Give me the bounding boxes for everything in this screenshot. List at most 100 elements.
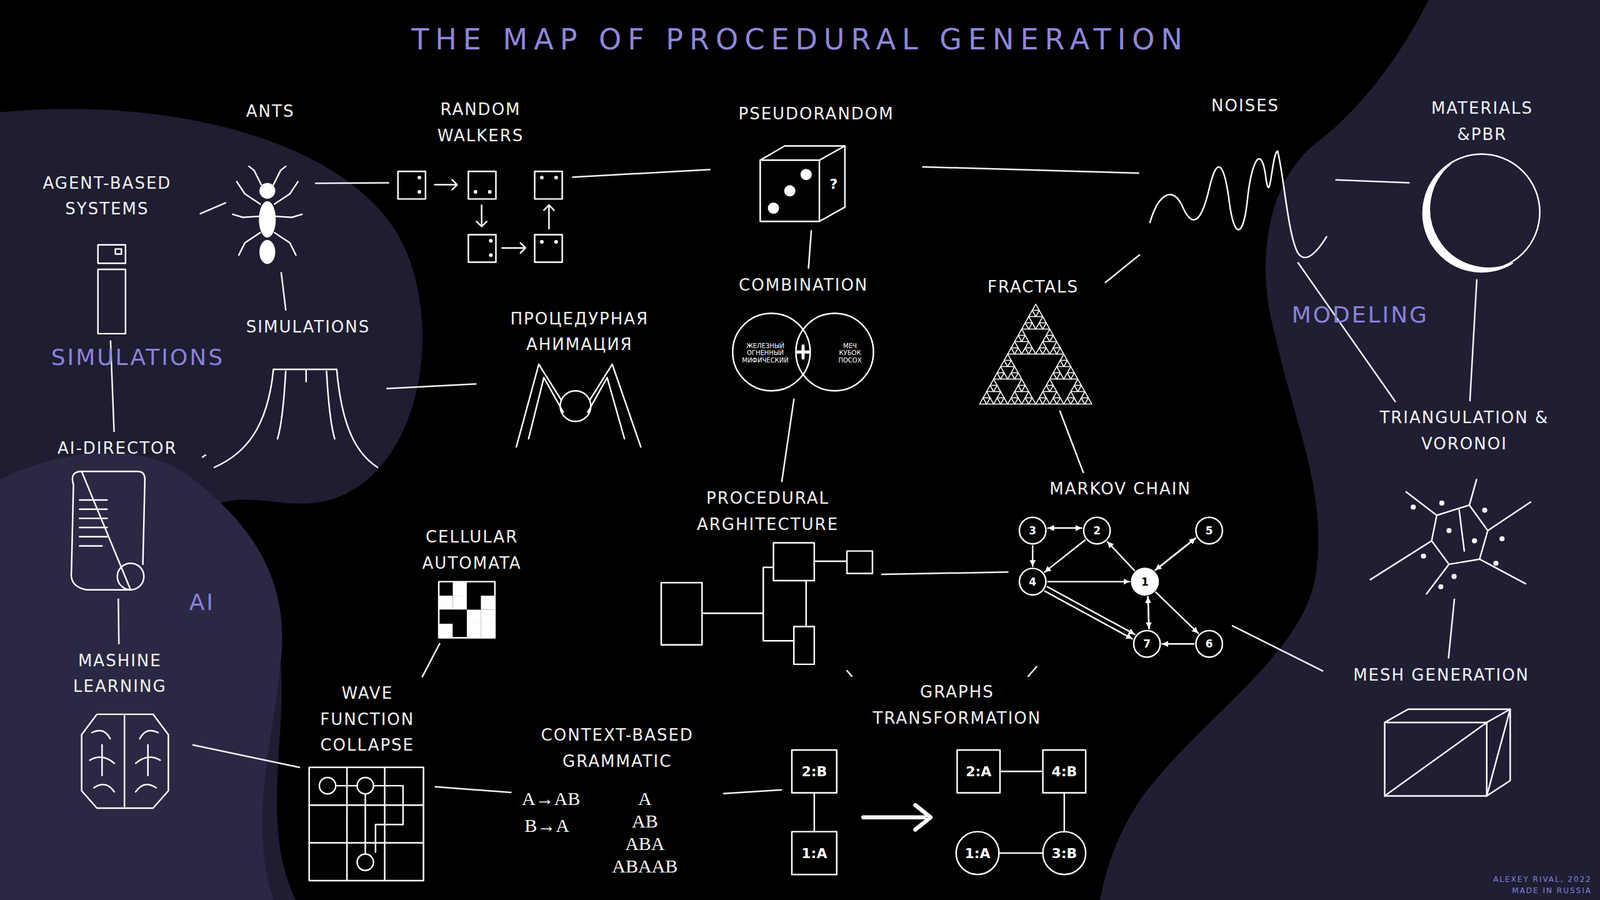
- sierpinski-icon: [1070, 398, 1078, 405]
- cube-icon: [1385, 709, 1511, 797]
- concept-node: SIMULATIONS: [209, 314, 384, 473]
- sierpinski-icon: [979, 304, 1092, 405]
- concept-node: PSEUDORANDOM: [714, 101, 919, 227]
- sierpinski-icon: [986, 398, 994, 405]
- node-heading: TRIANGULATION & VORONOI: [1372, 405, 1557, 457]
- concept-node: GRAPHS TRANSFORMATION: [785, 679, 1092, 880]
- graph-rewrite-icon: [915, 805, 930, 830]
- venn-icon: [732, 313, 810, 391]
- connector-line: [808, 230, 812, 269]
- map-title: THE MAP OF PROCEDURAL GENERATION: [0, 22, 1600, 57]
- graph-rewrite-icon: [1043, 831, 1087, 875]
- cloth-icon: [273, 368, 337, 370]
- graph-rewrite-icon: [813, 793, 815, 832]
- floorplan-icon: [661, 582, 702, 645]
- sierpinski-icon: [1042, 335, 1050, 342]
- concept-node: ПРОЦЕДУРНАЯ АНИМАЦИЯ: [480, 306, 679, 452]
- sierpinski-icon: [1074, 379, 1082, 386]
- state-number: 4: [1028, 575, 1037, 589]
- markov-graph-icon: [1083, 517, 1110, 544]
- state-number: 3: [1028, 524, 1037, 537]
- node-heading: MATERIALS &PBR: [1418, 95, 1546, 148]
- graph-node-label: 1:A: [965, 845, 991, 861]
- markov-graph-icon: [1019, 517, 1046, 544]
- moon-icon: [1423, 163, 1513, 272]
- author-credit: MADE IN RUSSIA: [1511, 886, 1592, 895]
- grammar-string: A: [638, 788, 652, 810]
- dice-icon: [760, 145, 845, 222]
- markov-graph-icon: [1031, 545, 1034, 567]
- random-walker-icon: [398, 171, 426, 199]
- connector-line: [1105, 254, 1140, 283]
- voronoi-icon: [1471, 538, 1477, 544]
- author-credit: ALEXEY RIVAL, 2022: [1493, 875, 1592, 884]
- random-walker-icon: [417, 175, 422, 180]
- concept-node: PROCEDURAL ARGHITECTURE: [658, 485, 878, 668]
- concept-node: AI-DIRECTOR: [35, 435, 199, 595]
- wfc-grid-icon: [309, 767, 424, 881]
- sierpinski-icon: [1014, 348, 1022, 355]
- sierpinski-icon: [1035, 348, 1043, 355]
- random-walker-icon: [417, 190, 422, 194]
- sierpinski-icon: [1050, 348, 1057, 355]
- connector-line: [881, 571, 1009, 575]
- sierpinski-icon: [1085, 398, 1092, 405]
- sierpinski-icon: [996, 391, 1004, 399]
- node-heading: GRAPHS TRANSFORMATION: [850, 679, 1065, 732]
- sierpinski-icon: [1021, 323, 1029, 330]
- venn-icon: [795, 313, 874, 391]
- ant-icon: [274, 181, 302, 256]
- sierpinski-icon: [1053, 366, 1060, 374]
- sierpinski-icon: [1081, 391, 1089, 399]
- markov-graph-icon: [1195, 517, 1222, 544]
- connector-line: [200, 202, 227, 214]
- connector-line: [1470, 279, 1477, 402]
- node-heading: MESH GENERATION: [1353, 662, 1530, 689]
- state-number: 5: [1205, 524, 1214, 537]
- voronoi-icon: [1439, 500, 1445, 506]
- node-heading: WAVE FUNCTION COLLAPSE: [308, 680, 427, 759]
- graph-rewrite-icon: [791, 750, 1086, 875]
- node-heading: CONTEXT-BASED GRAMMATIC: [520, 722, 715, 775]
- brain-icon: [135, 730, 160, 792]
- sierpinski-icon: [1035, 398, 1043, 405]
- wfc-grid-icon: [309, 767, 424, 881]
- node-heading: MARKOV CHAIN: [1049, 476, 1192, 503]
- spider-icon: [560, 390, 591, 422]
- floorplan-icon: [793, 626, 815, 664]
- graph-rewrite-icon: [956, 750, 1000, 794]
- state-number: 6: [1205, 637, 1214, 650]
- sierpinski-icon: [1007, 373, 1015, 380]
- concept-node: NOISES: [1143, 93, 1332, 260]
- floorplan-icon: [773, 543, 815, 581]
- moon-icon: [1423, 154, 1540, 272]
- region-label: SIMULATIONS: [51, 344, 225, 370]
- sierpinski-icon: [1077, 398, 1085, 405]
- sierpinski-icon: [1011, 391, 1019, 399]
- sierpinski-icon: [1000, 373, 1008, 380]
- connector-line: [1448, 598, 1455, 659]
- cellular-grid-icon: [480, 610, 495, 624]
- markov-graph-icon: [1019, 568, 1046, 595]
- markov-graph-icon: [1048, 527, 1082, 529]
- connector-line: [315, 181, 390, 184]
- random-walker-icon: [535, 235, 563, 263]
- random-walker-icon: [554, 240, 559, 244]
- cellular-grid-icon: [452, 610, 467, 624]
- scroll-icon: [71, 471, 145, 590]
- venn-icon: [732, 313, 874, 391]
- random-walker-icon: [554, 175, 559, 180]
- sierpinski-icon: [979, 398, 987, 405]
- markov-graph-icon: [1155, 538, 1195, 570]
- random-walker-icon: [468, 235, 496, 263]
- sierpinski-icon: [1011, 366, 1019, 374]
- sierpinski-icon: [1056, 360, 1064, 367]
- random-walker-icon: [476, 205, 487, 227]
- sierpinski-icon: [1063, 398, 1071, 405]
- voronoi-icon: [1493, 560, 1499, 566]
- graph-rewrite-icon: [1043, 750, 1087, 794]
- node-heading: PSEUDORANDOM: [738, 101, 894, 128]
